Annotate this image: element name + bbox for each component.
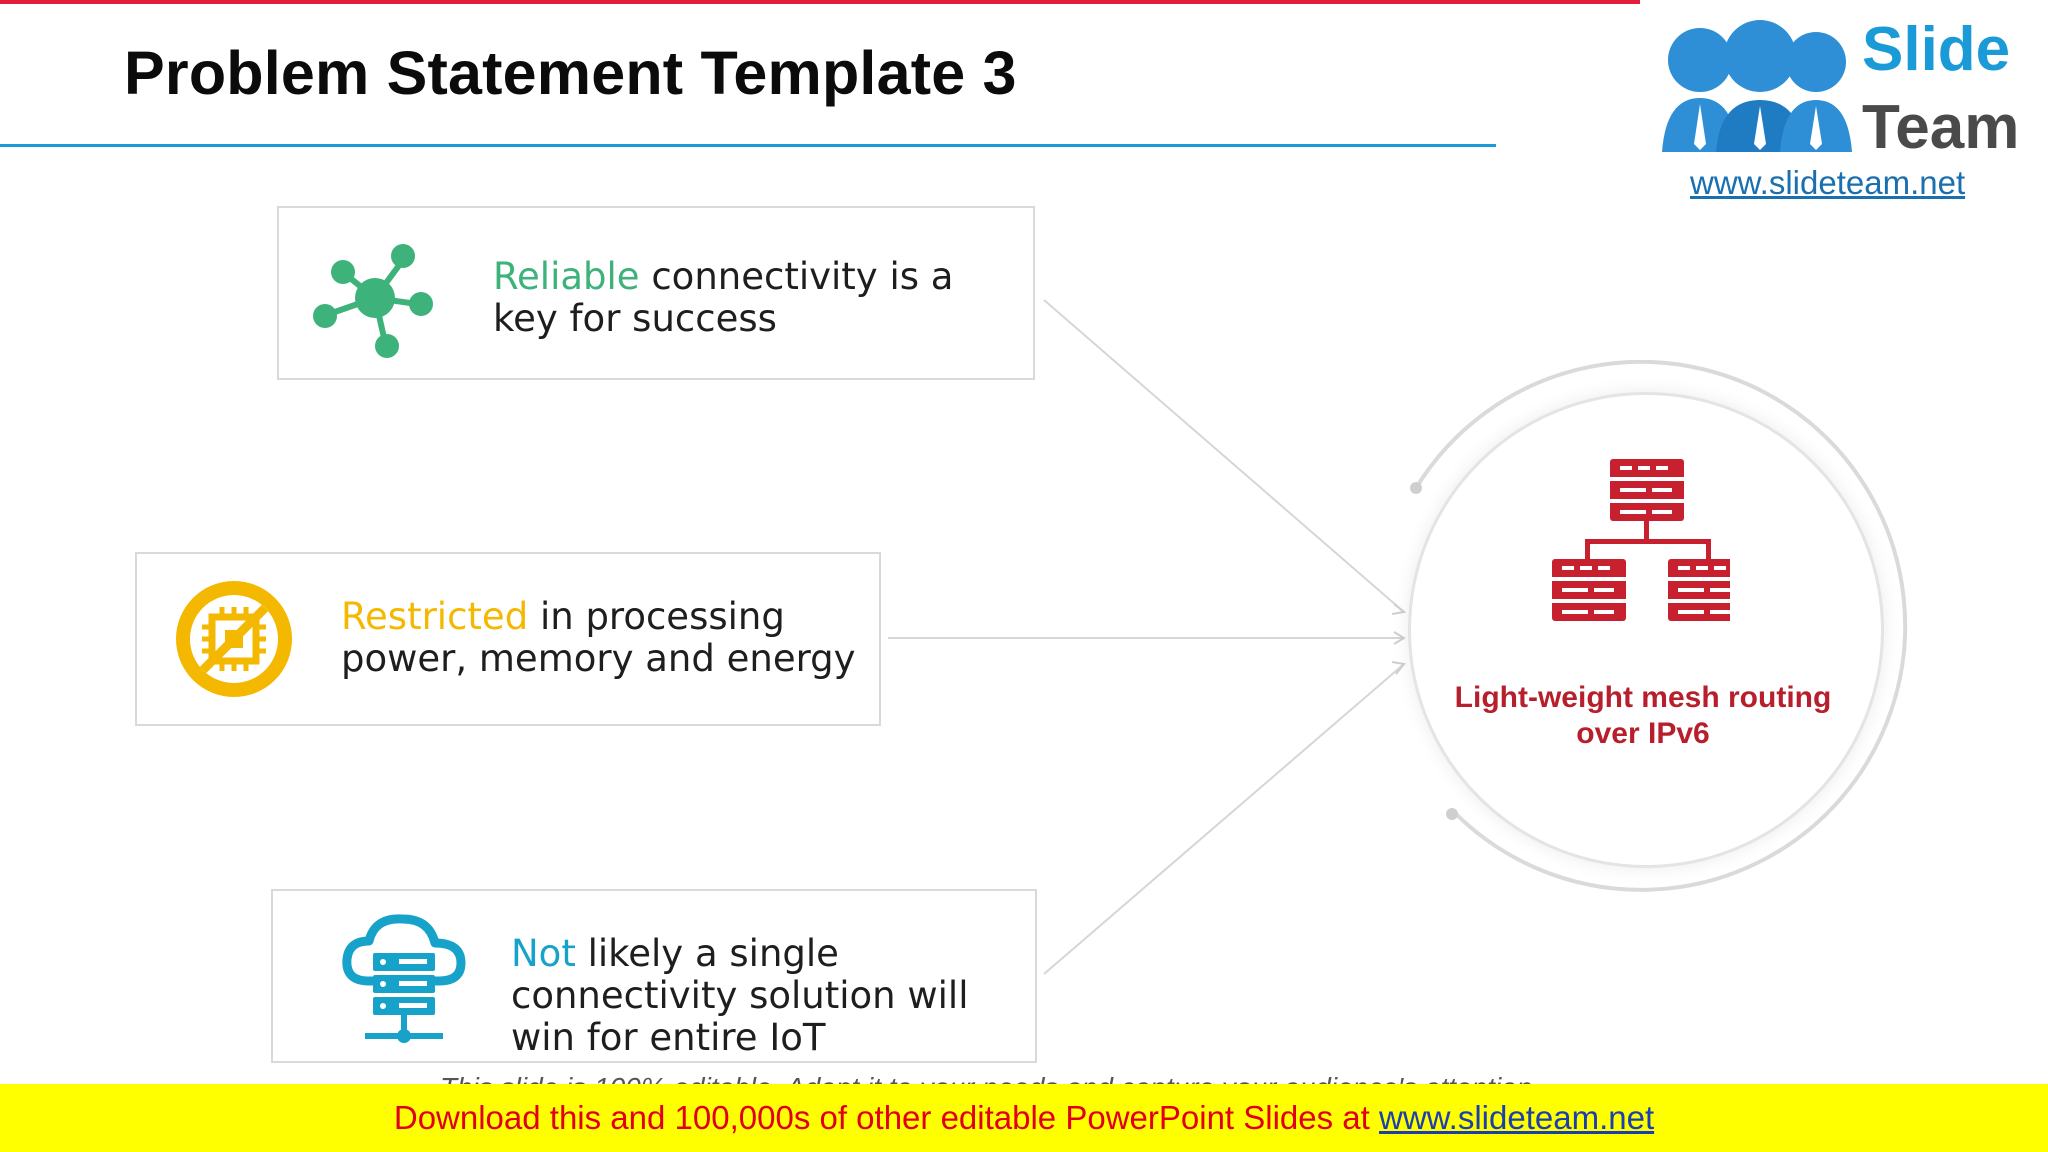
problem-card-3: Not likely a single connectivity solutio… xyxy=(271,889,1037,1063)
center-circle: Light-weight mesh routing over IPv6 xyxy=(1400,360,1920,900)
cloud-server-icon xyxy=(342,914,466,1043)
center-label: Light-weight mesh routing over IPv6 xyxy=(1454,681,1832,750)
card-2-highlight: Restricted xyxy=(341,595,529,638)
logo-word-slide: Slide xyxy=(1862,15,2011,84)
outer-arc-ring xyxy=(1410,360,1908,892)
card-3-text: Not likely a single connectivity solutio… xyxy=(511,933,1031,1059)
slideteam-logo[interactable]: Slide Team www.slideteam.net xyxy=(1640,0,2038,201)
download-banner[interactable]: Download this and 100,000s of other edit… xyxy=(0,1084,2048,1152)
restricted-chip-icon xyxy=(176,581,292,697)
server-hierarchy-icon xyxy=(1552,459,1730,621)
card-3-highlight: Not xyxy=(511,932,576,975)
people-logo-icon xyxy=(1662,20,1852,152)
connector-line-3 xyxy=(1043,663,1405,975)
card-2-text: Restricted in processing power, memory a… xyxy=(341,596,861,680)
banner-text: Download this and 100,000s of other edit… xyxy=(393,1099,1379,1136)
problem-card-1: Reliable connectivity is a key for succe… xyxy=(277,206,1035,380)
network-hub-icon xyxy=(313,244,433,358)
logo-url-link[interactable]: www.slideteam.net xyxy=(1690,164,1966,201)
logo-word-team: Team xyxy=(1862,93,2020,162)
problem-card-2: Restricted in processing power, memory a… xyxy=(135,552,881,726)
top-accent-rule xyxy=(0,0,1640,4)
banner-link[interactable]: www.slideteam.net xyxy=(1379,1099,1655,1136)
card-2-rest: in processing power, memory and energy xyxy=(341,595,856,680)
title-underline xyxy=(0,144,1496,147)
card-1-text: Reliable connectivity is a key for succe… xyxy=(493,256,993,340)
connector-line-1 xyxy=(1043,299,1405,613)
slide-title: Problem Statement Template 3 xyxy=(124,39,1017,107)
card-1-highlight: Reliable xyxy=(493,255,640,298)
card-1-rest: connectivity is a key for success xyxy=(493,255,954,340)
card-3-rest: likely a single connectivity solution wi… xyxy=(511,932,969,1059)
